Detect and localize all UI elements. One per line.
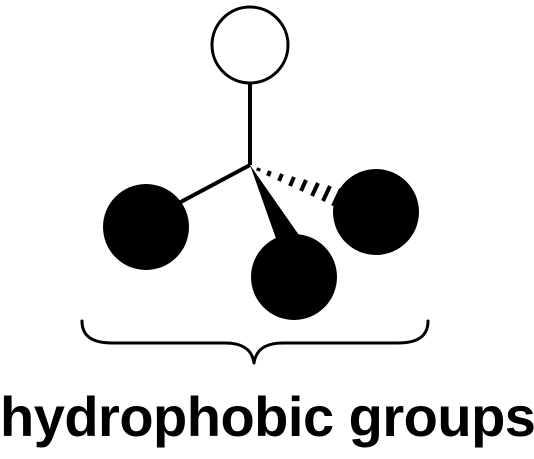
grouping-brace (80, 319, 430, 365)
left-hydrophobic-group (103, 184, 189, 270)
left-plain-bond (176, 163, 251, 206)
top-open-group (210, 5, 290, 85)
right-hydrophobic-group (333, 169, 419, 255)
caption-label: hydrophobic groups (0, 385, 534, 448)
wedge-bond (250, 165, 301, 247)
bottom-hydrophobic-group (251, 234, 337, 320)
